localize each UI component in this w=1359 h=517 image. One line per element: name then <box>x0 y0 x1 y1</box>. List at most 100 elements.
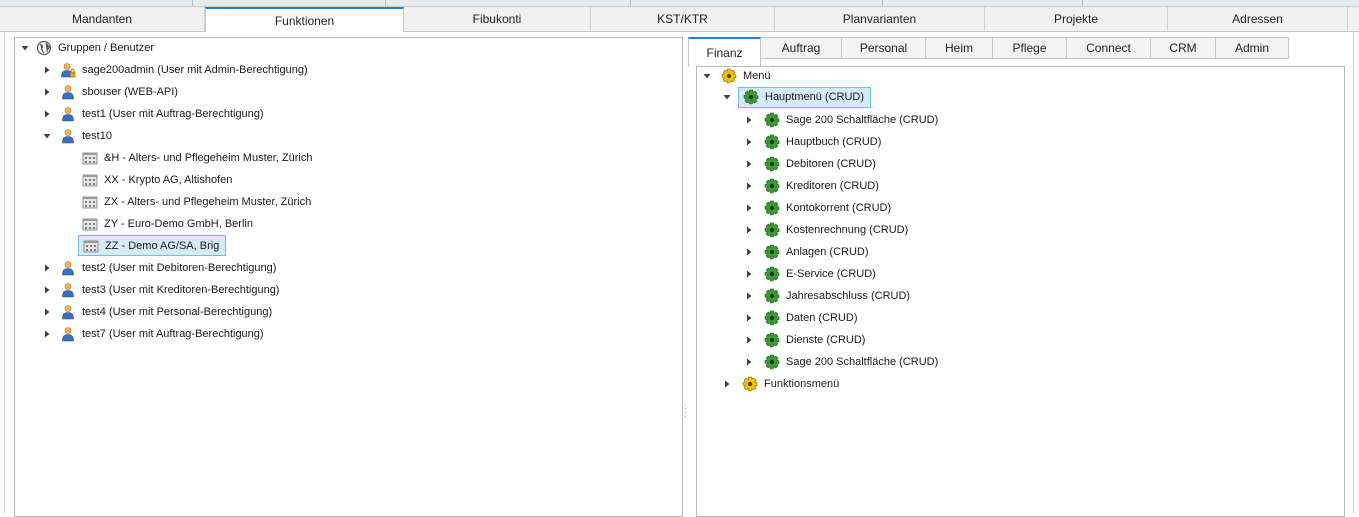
tree-item-user[interactable]: test7 (User mit Auftrag-Berechtigung) <box>42 325 266 343</box>
upper-tab-divider <box>630 0 631 6</box>
collapse-arrow-icon[interactable] <box>42 131 52 141</box>
tab-fibukonti[interactable]: Fibukonti <box>404 7 591 31</box>
tree-root-menu[interactable]: Menü <box>702 67 773 85</box>
tree-item-menu-entry[interactable]: Debitoren (CRUD) <box>744 155 878 173</box>
tree-label: test2 (User mit Debitoren-Berechtigung) <box>82 262 277 274</box>
tree-item-menu-entry[interactable]: Sage 200 Schaltfläche (CRUD) <box>744 353 940 371</box>
tree-label: Sage 200 Schaltfläche (CRUD) <box>786 114 939 126</box>
expand-arrow-icon[interactable] <box>744 159 754 169</box>
tree-item-company-selected[interactable]: ZZ - Demo AG/SA, Brig <box>78 235 227 256</box>
expand-arrow-icon[interactable] <box>744 203 754 213</box>
tree-item-menu-entry[interactable]: Kostenrechnung (CRUD) <box>744 221 910 239</box>
tree-label: Dienste (CRUD) <box>786 334 866 346</box>
tree-label: Daten (CRUD) <box>786 312 858 324</box>
company-icon <box>83 238 99 254</box>
tree-label: test3 (User mit Kreditoren-Berechtigung) <box>82 284 280 296</box>
tree-label: Debitoren (CRUD) <box>786 158 876 170</box>
outer-border-right <box>1353 31 1354 513</box>
tree-label: &H - Alters- und Pflegeheim Muster, Züri… <box>104 152 313 164</box>
tab-mandanten[interactable]: Mandanten <box>0 7 205 31</box>
upper-tab-strip <box>0 0 1359 7</box>
tree-label: Funktionsmenü <box>764 378 840 390</box>
tab-funktionen[interactable]: Funktionen <box>205 7 404 32</box>
tab-crm[interactable]: CRM <box>1151 37 1216 59</box>
tab-projekte[interactable]: Projekte <box>985 7 1168 31</box>
tree-item-hauptmenu[interactable]: Hauptmenü (CRUD) <box>722 86 872 108</box>
tab-heim[interactable]: Heim <box>926 37 993 59</box>
tree-label: Sage 200 Schaltfläche (CRUD) <box>786 356 939 368</box>
tree-label: Kontokorrent (CRUD) <box>786 202 892 214</box>
splitter-handle[interactable]: ···· <box>684 399 687 421</box>
tree-item-menu-entry[interactable]: Kreditoren (CRUD) <box>744 177 881 195</box>
expand-arrow-icon[interactable] <box>744 115 754 125</box>
green-gear-icon <box>764 222 780 238</box>
expand-arrow-icon[interactable] <box>42 263 52 273</box>
expand-arrow-icon[interactable] <box>744 291 754 301</box>
green-gear-icon <box>764 112 780 128</box>
user-icon <box>60 106 76 122</box>
tree-label: test1 (User mit Auftrag-Berechtigung) <box>82 108 264 120</box>
tree-item-menu-entry[interactable]: Kontokorrent (CRUD) <box>744 199 893 217</box>
expand-arrow-icon[interactable] <box>42 87 52 97</box>
collapse-arrow-icon[interactable] <box>20 43 30 53</box>
expand-arrow-icon[interactable] <box>722 379 732 389</box>
tree-item-user[interactable]: test1 (User mit Auftrag-Berechtigung) <box>42 105 266 123</box>
collapse-arrow-icon[interactable] <box>722 92 732 102</box>
tab-kst-ktr[interactable]: KST/KTR <box>591 7 775 31</box>
tree-item-user[interactable]: test3 (User mit Kreditoren-Berechtigung) <box>42 281 281 299</box>
tree-item-company[interactable]: ZX - Alters- und Pflegeheim Muster, Züri… <box>82 193 313 211</box>
tree-item-user-expanded[interactable]: test10 <box>42 127 114 145</box>
tree-label: test4 (User mit Personal-Berechtigung) <box>82 306 273 318</box>
tree-item-menu-entry[interactable]: Hauptbuch (CRUD) <box>744 133 883 151</box>
expand-arrow-icon[interactable] <box>42 65 52 75</box>
tree-item-user[interactable]: sage200admin (User mit Admin-Berechtigun… <box>42 61 310 79</box>
tree-item-menu-entry[interactable]: Daten (CRUD) <box>744 309 860 327</box>
tree-item-company[interactable]: XX - Krypto AG, Altishofen <box>82 171 234 189</box>
expand-arrow-icon[interactable] <box>744 313 754 323</box>
tab-planvarianten[interactable]: Planvarianten <box>775 7 985 31</box>
menu-permissions-tree-panel[interactable] <box>696 66 1345 517</box>
expand-arrow-icon[interactable] <box>744 247 754 257</box>
tree-item-company[interactable]: ZY - Euro-Demo GmbH, Berlin <box>82 215 255 233</box>
tab-finanz[interactable]: Finanz <box>688 37 761 67</box>
tree-root-groups-users[interactable]: Gruppen / Benutzer <box>20 39 156 57</box>
tab-pflege[interactable]: Pflege <box>993 37 1067 59</box>
tree-item-user[interactable]: test2 (User mit Debitoren-Berechtigung) <box>42 259 278 277</box>
tab-auftrag[interactable]: Auftrag <box>761 37 842 59</box>
user-icon <box>60 128 76 144</box>
tab-personal[interactable]: Personal <box>842 37 926 59</box>
expand-arrow-icon[interactable] <box>42 109 52 119</box>
expand-arrow-icon[interactable] <box>42 307 52 317</box>
expand-arrow-icon[interactable] <box>744 335 754 345</box>
tree-item-menu-entry[interactable]: Dienste (CRUD) <box>744 331 867 349</box>
expand-arrow-icon[interactable] <box>744 269 754 279</box>
tab-connect[interactable]: Connect <box>1067 37 1151 59</box>
yellow-gear-icon <box>721 68 737 84</box>
expand-arrow-icon[interactable] <box>744 137 754 147</box>
tree-label: E-Service (CRUD) <box>786 268 876 280</box>
tree-item-menu-entry[interactable]: Anlagen (CRUD) <box>744 243 871 261</box>
tree-item-company[interactable]: &H - Alters- und Pflegeheim Muster, Züri… <box>82 149 314 167</box>
expand-arrow-icon[interactable] <box>744 225 754 235</box>
tree-item-funktionsmenu[interactable]: Funktionsmenü <box>722 375 841 393</box>
admin-user-icon <box>60 62 76 78</box>
hauptmenu-selection[interactable]: Hauptmenü (CRUD) <box>738 86 872 108</box>
tree-item-menu-entry[interactable]: E-Service (CRUD) <box>744 265 878 283</box>
tree-label: Hauptmenü (CRUD) <box>765 91 865 103</box>
tree-item-user[interactable]: test4 (User mit Personal-Berechtigung) <box>42 303 274 321</box>
tree-item-user[interactable]: sbouser (WEB-API) <box>42 83 180 101</box>
expand-arrow-icon[interactable] <box>744 357 754 367</box>
expand-arrow-icon[interactable] <box>42 329 52 339</box>
expand-arrow-icon[interactable] <box>744 181 754 191</box>
user-icon <box>60 326 76 342</box>
tree-label: Anlagen (CRUD) <box>786 246 869 258</box>
tab-adressen[interactable]: Adressen <box>1168 7 1348 31</box>
collapse-arrow-icon[interactable] <box>702 71 712 81</box>
tree-label: sbouser (WEB-API) <box>82 86 178 98</box>
groups-users-tree-panel[interactable] <box>14 37 683 517</box>
tree-item-menu-entry[interactable]: Jahresabschluss (CRUD) <box>744 287 912 305</box>
tab-admin[interactable]: Admin <box>1216 37 1289 59</box>
expand-arrow-icon[interactable] <box>42 285 52 295</box>
tree-label: sage200admin (User mit Admin-Berechtigun… <box>82 64 308 76</box>
tree-item-menu-entry[interactable]: Sage 200 Schaltfläche (CRUD) <box>744 111 940 129</box>
